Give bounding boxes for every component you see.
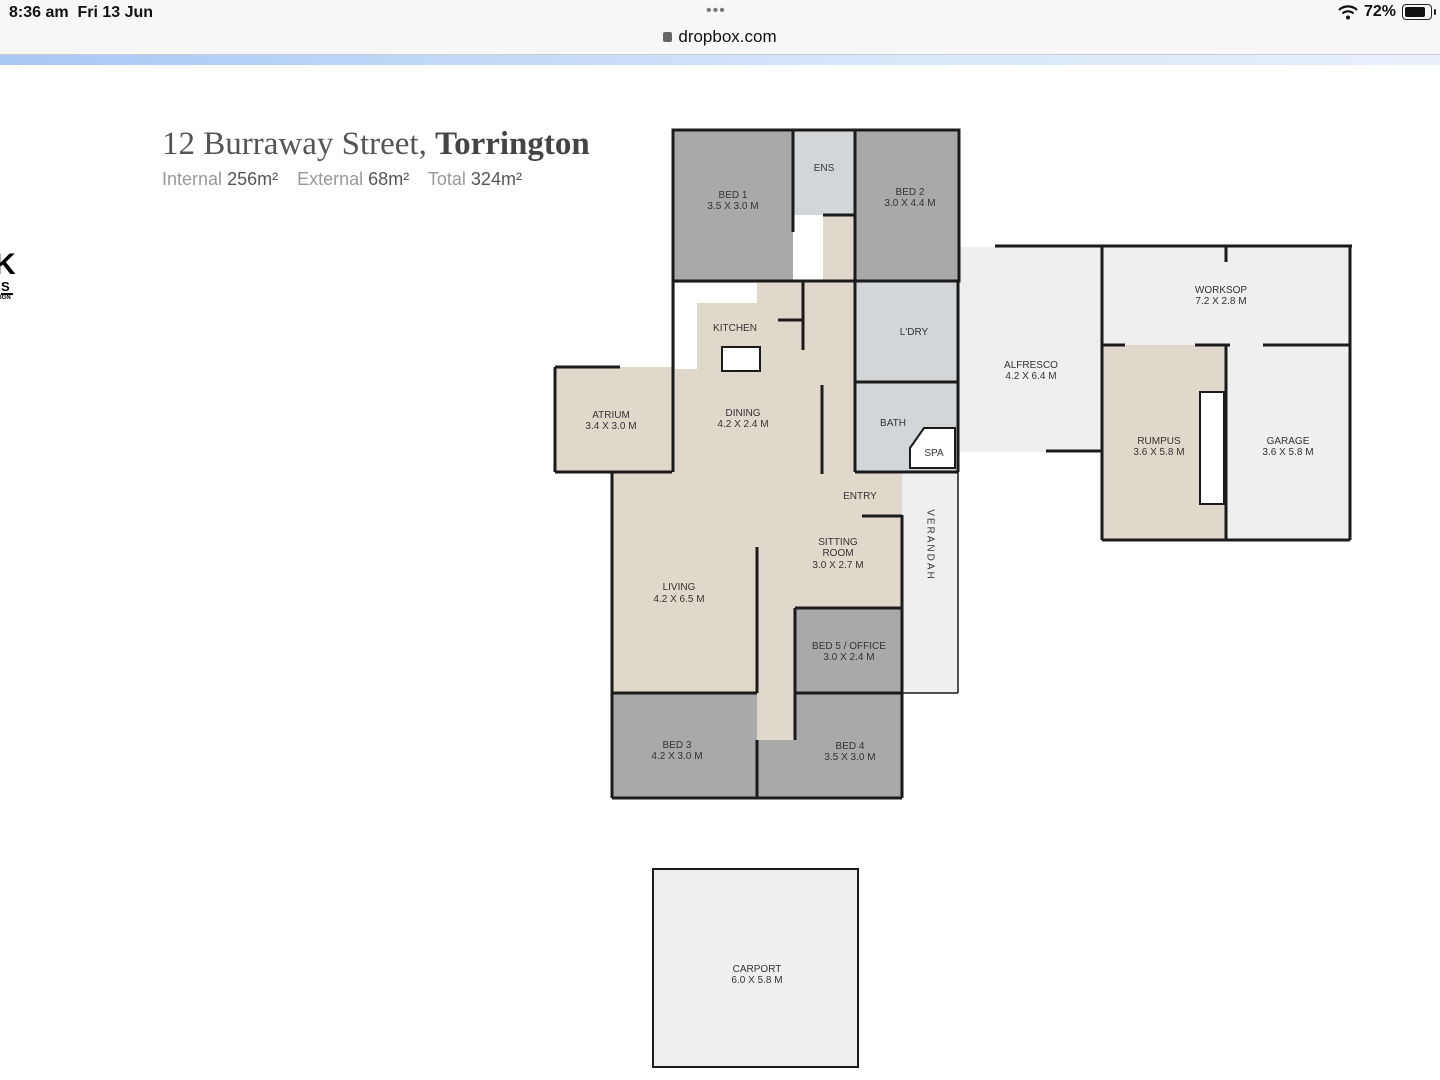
room-alfresco (958, 247, 1102, 452)
label-bed3: BED 3 (663, 740, 692, 751)
room-carport (653, 869, 858, 1067)
room-kitchen-dining (674, 282, 824, 474)
label-bed2: BED 2 (896, 187, 925, 198)
label-ens: ENS (814, 163, 835, 174)
dims-bed5: 3.0 X 2.4 M (823, 652, 874, 663)
dims-bed1: 3.5 X 3.0 M (707, 201, 758, 212)
dims-workshop: 7.2 X 2.8 M (1195, 296, 1246, 307)
dims-atrium: 3.4 X 3.0 M (585, 421, 636, 432)
label-entry: ENTRY (843, 491, 877, 502)
room-bed2 (855, 131, 958, 280)
room-bed4 (757, 740, 902, 798)
label-bed1: BED 1 (719, 190, 748, 201)
room-atrium (554, 367, 672, 472)
label-sitting-1: SITTING (818, 537, 858, 548)
label-alfresco: ALFRESCO (1004, 360, 1058, 371)
page-load-progress (0, 55, 1440, 65)
kitchen-bench-top (697, 283, 757, 303)
lock-icon (663, 32, 673, 42)
kitchen-island (721, 346, 761, 372)
dims-bed3: 4.2 X 3.0 M (651, 751, 702, 762)
label-spa: SPA (924, 448, 944, 459)
room-laundry (855, 282, 958, 382)
room-corridor (757, 608, 795, 740)
room-bed5 (795, 608, 902, 693)
wifi-icon (1338, 4, 1358, 19)
room-living (612, 472, 757, 693)
status-time: 8:36 am Fri 13 Jun (9, 4, 154, 21)
dims-bed4: 3.5 X 3.0 M (824, 752, 875, 763)
dims-dining: 4.2 X 2.4 M (717, 419, 768, 430)
label-kitchen: KITCHEN (713, 323, 757, 334)
dims-garage: 3.6 X 5.8 M (1262, 447, 1313, 458)
label-garage: GARAGE (1267, 436, 1310, 447)
room-labels: BED 1 3.5 X 3.0 M ENS BED 2 3.0 X 4.4 M … (585, 163, 1313, 986)
battery-percent: 72% (1363, 3, 1396, 20)
room-ens (793, 131, 855, 215)
room-bed4-upper (795, 693, 902, 740)
dims-carport: 6.0 X 5.8 M (731, 975, 782, 986)
room-fills (554, 131, 1350, 1067)
rumpus-cabinet (1199, 391, 1225, 505)
label-laundry: L'DRY (900, 327, 929, 338)
dims-rumpus: 3.6 X 5.8 M (1133, 447, 1184, 458)
dims-alfresco: 4.2 X 6.4 M (1005, 371, 1056, 382)
label-bed4: BED 4 (836, 741, 865, 752)
url-text: dropbox.com (678, 27, 777, 46)
brand-logo: K S IGN (0, 248, 16, 302)
label-bed5: BED 5 / OFFICE (812, 641, 886, 652)
label-living: LIVING (663, 582, 696, 593)
spa-tub (909, 427, 956, 469)
dims-sitting: 3.0 X 2.7 M (812, 560, 863, 571)
label-rumpus: RUMPUS (1137, 436, 1181, 447)
dims-living: 4.2 X 6.5 M (653, 594, 704, 605)
room-bed1 (674, 131, 793, 280)
plan-areas: Internal 256m² External 68m² Total 324m² (162, 169, 522, 189)
label-bath: BATH (880, 418, 906, 429)
label-carport: CARPORT (733, 964, 782, 975)
address-bar[interactable]: dropbox.com (0, 27, 1440, 47)
label-workshop: WORKSOP (1195, 285, 1248, 296)
plan-title: 12 Burraway Street, Torrington (162, 126, 590, 162)
status-bar: 8:36 am Fri 13 Jun ••• dropbox.com 72% (0, 0, 1440, 55)
walls (553, 128, 1352, 1068)
room-garage (1226, 345, 1350, 540)
dims-bed2: 3.0 X 4.4 M (884, 198, 935, 209)
battery-icon (1402, 4, 1436, 20)
room-verandah (902, 472, 958, 693)
room-bed3 (612, 693, 757, 798)
label-atrium: ATRIUM (592, 410, 630, 421)
more-dots-icon[interactable]: ••• (706, 2, 726, 19)
room-sitting (757, 472, 902, 608)
label-verandah: VERANDAH (925, 509, 936, 581)
label-sitting-2: ROOM (822, 548, 853, 559)
kitchen-bench (675, 283, 697, 369)
room-workshop (1102, 247, 1350, 345)
label-dining: DINING (726, 408, 761, 419)
status-right: 72% (1338, 3, 1436, 21)
room-hallway (823, 215, 855, 485)
